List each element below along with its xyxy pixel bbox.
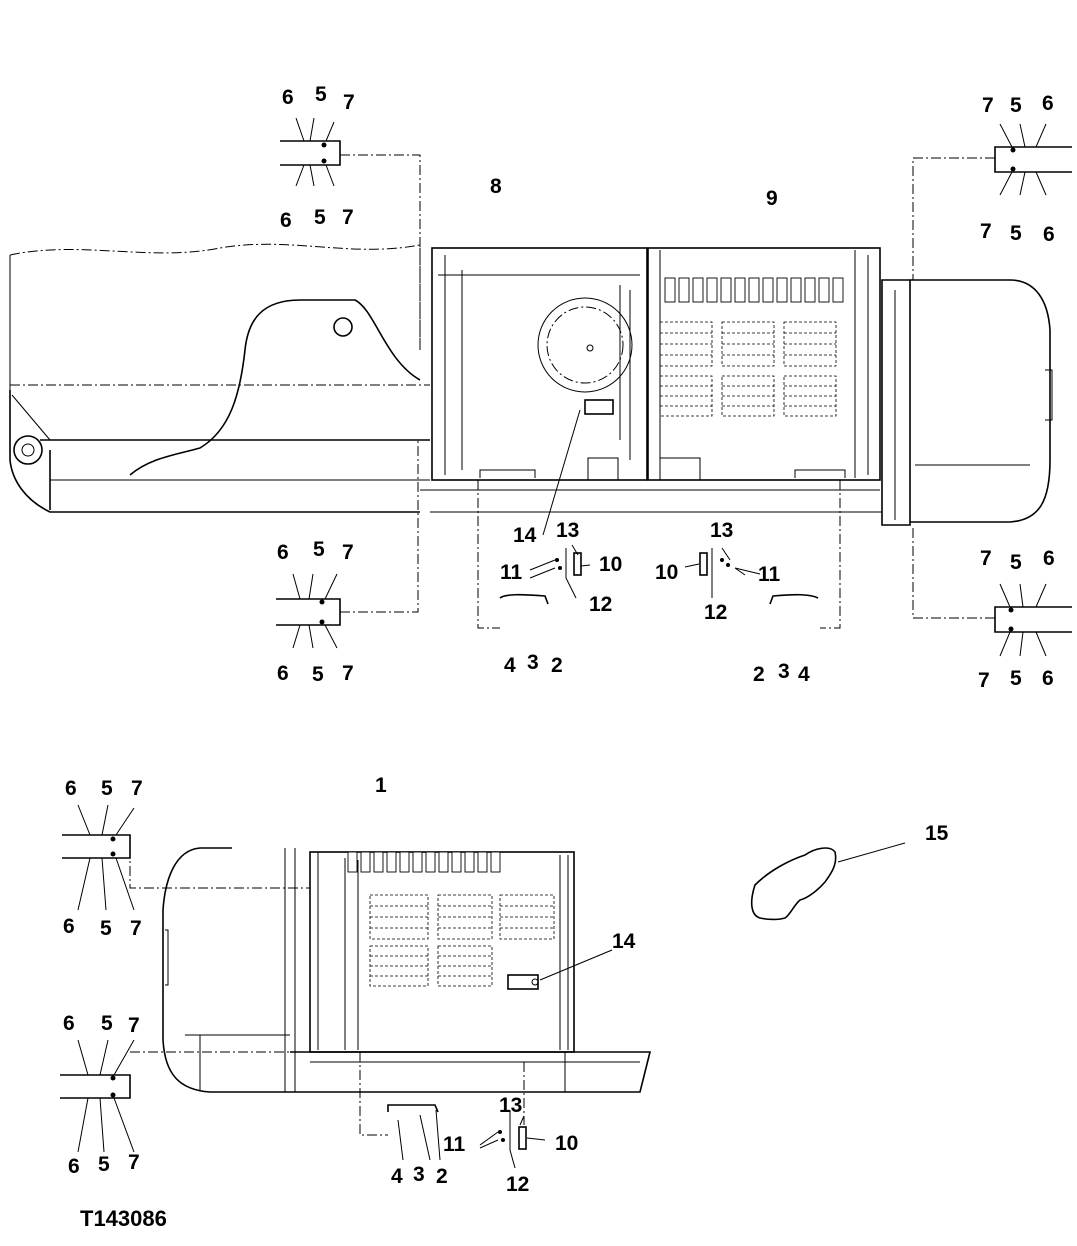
callout-6: 6 — [68, 1155, 80, 1178]
callout-7: 7 — [980, 547, 992, 570]
callout-7: 7 — [128, 1014, 140, 1037]
callout-5: 5 — [1010, 551, 1022, 574]
callout-6: 6 — [1043, 547, 1055, 570]
callout-6: 6 — [1042, 667, 1054, 690]
callout-1: 1 — [375, 774, 387, 797]
fastener-group-top-right — [994, 123, 1072, 196]
callout-6: 6 — [1043, 223, 1055, 246]
callout-7: 7 — [978, 669, 990, 692]
callout-10: 10 — [555, 1132, 578, 1155]
fastener-group-bottom-left — [276, 573, 341, 649]
callout-3: 3 — [413, 1163, 425, 1186]
callout-13: 13 — [710, 519, 733, 542]
callout-12: 12 — [704, 601, 727, 624]
callout-6: 6 — [65, 777, 77, 800]
callout-9: 9 — [766, 187, 778, 210]
callout-5: 5 — [1010, 667, 1022, 690]
perforation-pattern-upper — [659, 321, 837, 417]
figure-id: T143086 — [80, 1206, 167, 1231]
callout-6: 6 — [280, 209, 292, 232]
fastener-group-bottom-right — [994, 583, 1072, 657]
hardware-cluster-bottom — [479, 1062, 546, 1169]
callout-5: 5 — [313, 538, 325, 561]
callout-5: 5 — [1010, 222, 1022, 245]
callout-5: 5 — [315, 83, 327, 106]
callout-5: 5 — [101, 777, 113, 800]
callout-7: 7 — [980, 220, 992, 243]
callout-13: 13 — [556, 519, 579, 542]
callout-7: 7 — [342, 541, 354, 564]
callout-6: 6 — [1042, 92, 1054, 115]
callout-6: 6 — [63, 1012, 75, 1035]
callout-6: 6 — [282, 86, 294, 109]
callout-8: 8 — [490, 175, 502, 198]
fastener-group-lower-bottom — [60, 1039, 135, 1153]
callout-7: 7 — [342, 206, 354, 229]
callout-14: 14 — [513, 524, 537, 547]
callout-15: 15 — [925, 822, 949, 845]
callout-7: 7 — [342, 662, 354, 685]
callout-5: 5 — [1010, 94, 1022, 117]
lower-assembly-drawing — [129, 847, 652, 1161]
callout-2: 2 — [436, 1165, 448, 1188]
callout-2: 2 — [551, 654, 563, 677]
callout-11: 11 — [758, 563, 781, 586]
callout-11: 11 — [500, 561, 523, 584]
callout-labels: 6 5 7 6 5 7 8 9 7 5 6 7 5 6 6 5 7 6 5 7 … — [63, 83, 1055, 1231]
hardware-cluster-top-left — [529, 409, 591, 599]
fastener-group-lower-top — [62, 804, 135, 911]
callout-3: 3 — [778, 660, 790, 683]
callout-11: 11 — [443, 1133, 466, 1156]
fastener-group-top-left — [280, 117, 341, 187]
upper-assembly-drawing — [9, 154, 1053, 629]
callout-5: 5 — [100, 917, 112, 940]
callout-10: 10 — [655, 561, 678, 584]
seal-part-15 — [750, 842, 906, 921]
callout-7: 7 — [131, 777, 143, 800]
callout-4: 4 — [798, 663, 810, 686]
vent-grille-top — [664, 277, 844, 303]
callout-5: 5 — [314, 206, 326, 229]
callout-6: 6 — [63, 915, 75, 938]
callout-7: 7 — [982, 94, 994, 117]
perforation-pattern-lower — [369, 894, 555, 987]
callout-5: 5 — [98, 1153, 110, 1176]
vent-grille-bottom — [347, 851, 501, 873]
callout-6: 6 — [277, 662, 289, 685]
callout-7: 7 — [128, 1151, 140, 1174]
callout-6: 6 — [277, 541, 289, 564]
callout-2: 2 — [753, 663, 765, 686]
callout-10: 10 — [599, 553, 622, 576]
callout-4: 4 — [504, 654, 516, 677]
callout-3: 3 — [527, 651, 539, 674]
callout-13: 13 — [499, 1094, 522, 1117]
callout-14: 14 — [612, 930, 636, 953]
callout-4: 4 — [391, 1165, 403, 1188]
callout-7: 7 — [130, 917, 142, 940]
hardware-cluster-top-right — [684, 547, 761, 598]
callout-7: 7 — [343, 91, 355, 114]
callout-5: 5 — [101, 1012, 113, 1035]
callout-5: 5 — [312, 663, 324, 686]
callout-12: 12 — [589, 593, 612, 616]
callout-12: 12 — [506, 1173, 529, 1196]
